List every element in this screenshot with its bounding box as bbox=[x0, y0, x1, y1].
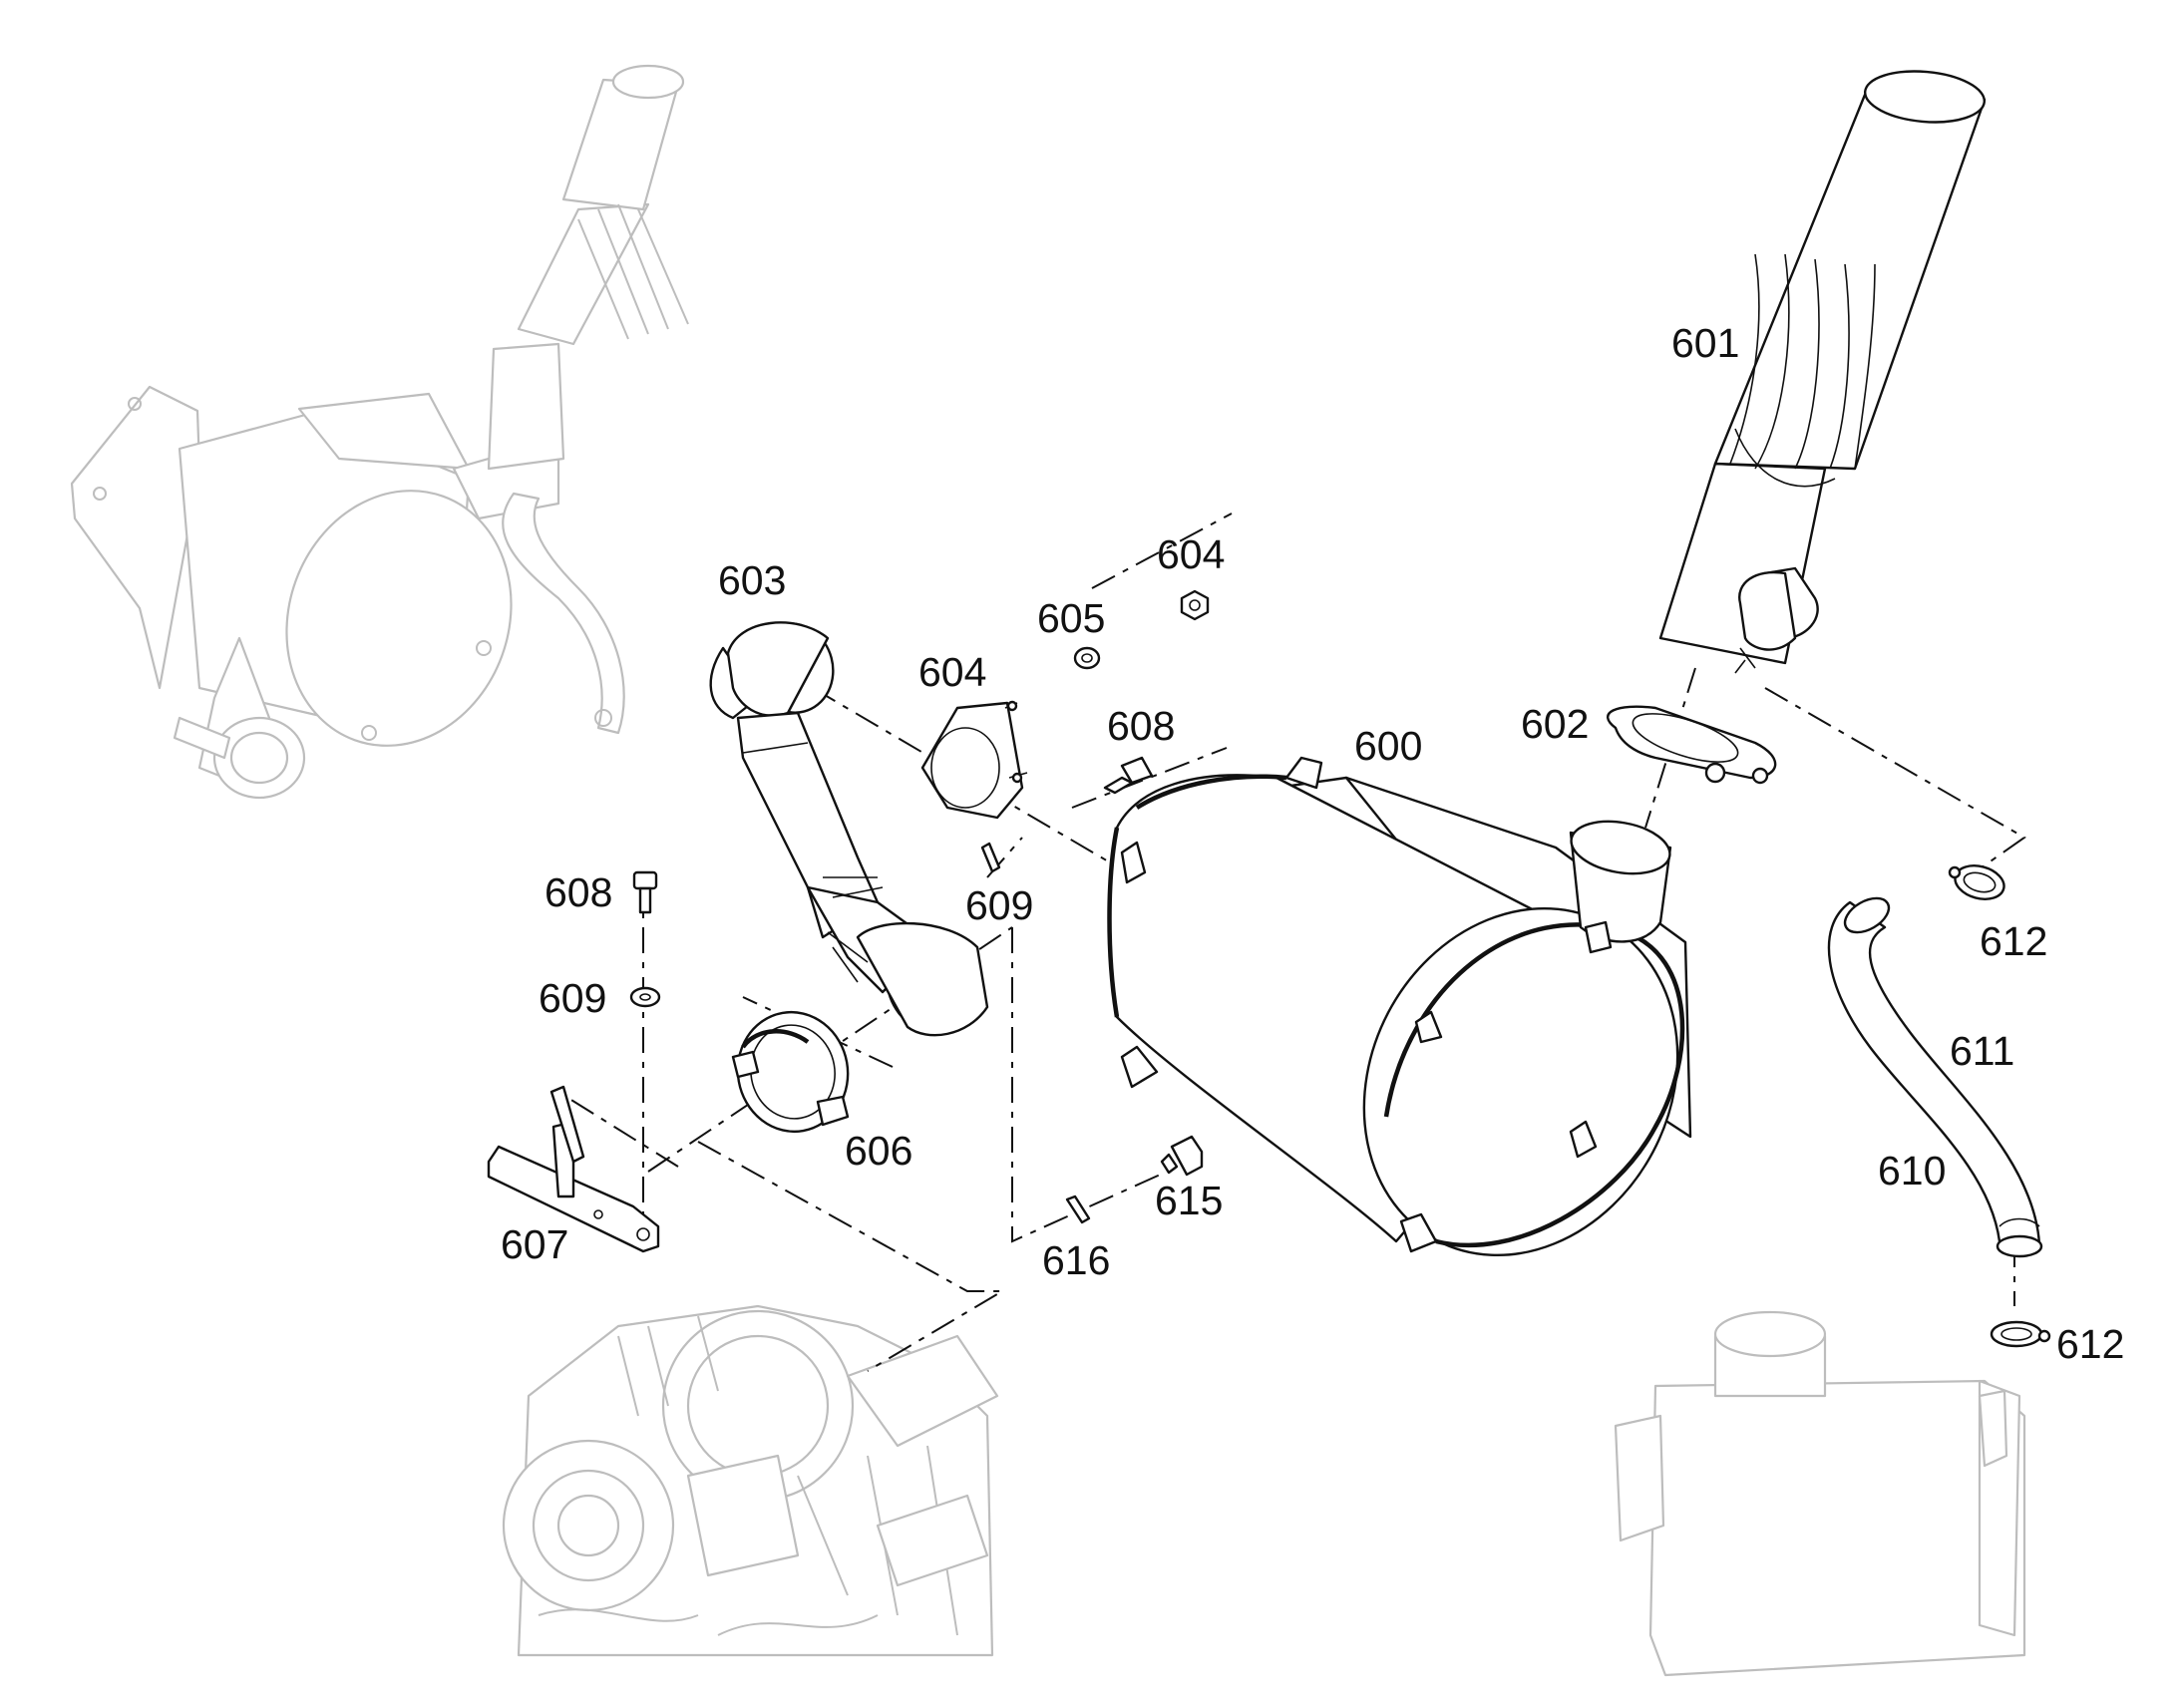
callout-609-right: 609 bbox=[965, 882, 1033, 928]
part-601-tailpipe bbox=[1658, 70, 1987, 674]
callout-608-right: 608 bbox=[1107, 703, 1175, 749]
callout-601: 601 bbox=[1671, 320, 1739, 366]
part-608-bolt-right bbox=[1103, 756, 1154, 795]
callout-616: 616 bbox=[1042, 1237, 1110, 1283]
ghost-assembly-bottom-right bbox=[1614, 1310, 2026, 1677]
callout-612-top: 612 bbox=[1980, 918, 2047, 964]
part-604-flange bbox=[920, 700, 1028, 820]
callout-605: 605 bbox=[1037, 595, 1105, 641]
part-600-muffler bbox=[1107, 756, 1692, 1257]
part-609-washer-left bbox=[629, 986, 661, 1008]
callout-608-left: 608 bbox=[545, 869, 612, 915]
part-607-bracket bbox=[487, 1085, 660, 1253]
part-609-washer-right bbox=[980, 842, 1001, 873]
callout-labels: 600 601 602 603 604 604 605 606 607 608 … bbox=[501, 320, 2124, 1367]
callout-611: 611 bbox=[1950, 1028, 2014, 1074]
part-612-clamp-bottom bbox=[1990, 1320, 2051, 1348]
callout-603: 603 bbox=[718, 557, 786, 603]
callout-615: 615 bbox=[1155, 1178, 1223, 1223]
callout-607: 607 bbox=[501, 1221, 568, 1267]
part-616-oring bbox=[1065, 1195, 1091, 1224]
part-615-plug bbox=[1160, 1135, 1204, 1177]
callout-610: 610 bbox=[1878, 1148, 1946, 1194]
callout-609-left: 609 bbox=[539, 975, 606, 1021]
part-606-clamp bbox=[731, 1010, 850, 1134]
part-610-611-hose bbox=[1827, 896, 2043, 1258]
callout-602: 602 bbox=[1521, 701, 1589, 747]
callout-612-bottom: 612 bbox=[2056, 1321, 2124, 1367]
ghost-engine-bottom bbox=[502, 1304, 999, 1657]
part-608-bolt-left bbox=[632, 870, 658, 914]
callout-600: 600 bbox=[1354, 723, 1422, 769]
part-602-gasket bbox=[1607, 705, 1777, 785]
part-612-clamp-top bbox=[1948, 864, 2005, 900]
callout-604-flange: 604 bbox=[918, 649, 986, 695]
ghost-assembly-top-left bbox=[70, 64, 689, 800]
callout-606: 606 bbox=[845, 1128, 912, 1174]
part-604-nut bbox=[1180, 589, 1210, 621]
part-603-exhaust-pipe bbox=[709, 621, 989, 1037]
part-605-washer bbox=[1073, 646, 1101, 670]
callout-604-nut: 604 bbox=[1157, 531, 1225, 577]
